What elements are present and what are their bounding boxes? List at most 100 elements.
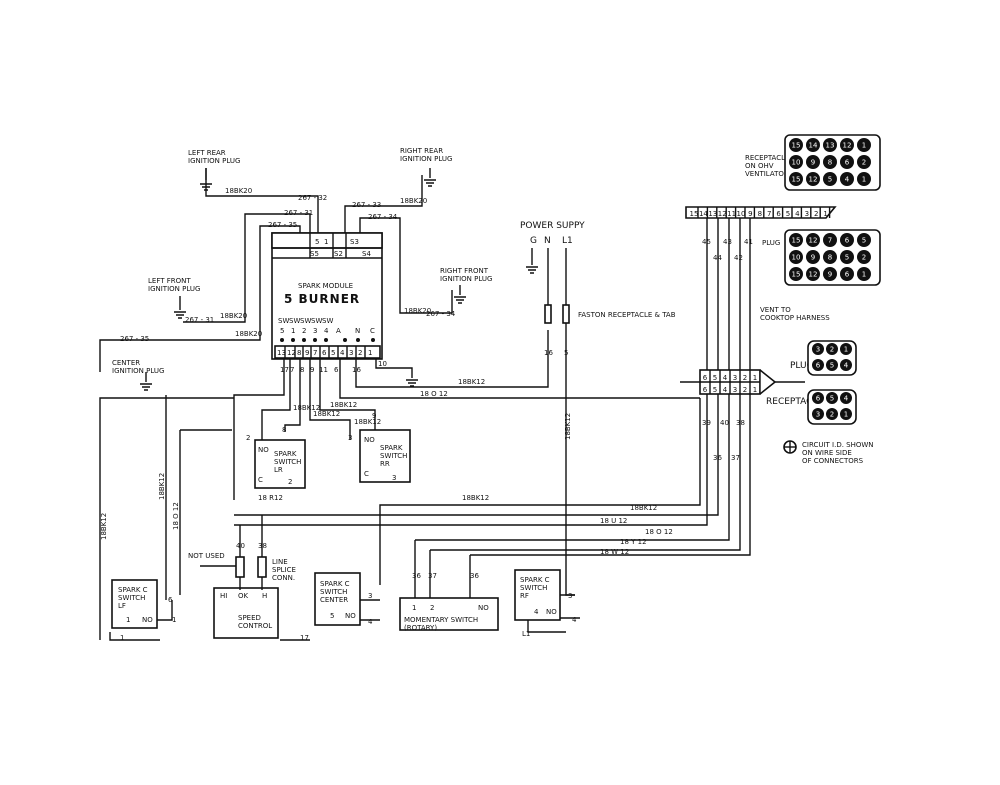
strip-pin-label: 11: [727, 210, 736, 218]
receptacle-top-pin-circle: [823, 138, 837, 152]
vent-plug-pin-label: 1: [753, 374, 757, 382]
plug-top-pin-circle: [857, 233, 871, 247]
svg-text:41: 41: [744, 238, 753, 246]
svg-text:NOT USED: NOT USED: [188, 552, 225, 560]
plug-top-pin-label: 7: [828, 237, 832, 245]
svg-text:8: 8: [300, 366, 304, 374]
vent-plug-pin-circle: [812, 343, 824, 355]
strip-pin-label: 1: [823, 210, 827, 218]
wire-18bk12-i: 18BK12: [462, 494, 489, 502]
receptacle-top-pin-label: 1: [862, 142, 866, 150]
svg-text:MOMENTARY SWITCH(ROTARY): MOMENTARY SWITCH(ROTARY): [404, 616, 478, 632]
wire-267-32: 267 - 32: [298, 194, 327, 202]
vent-plug-pin-label: 2: [743, 374, 747, 382]
plug-top-pin-label: 2: [862, 254, 866, 262]
vent-receptacle-pin-label: 5: [830, 395, 834, 403]
power-supply: POWER SUPPY G N L1 FASTON RECEPTACLE & T…: [520, 221, 676, 596]
plug-top-pin-label: 8: [828, 254, 832, 262]
svg-text:39: 39: [702, 419, 711, 427]
svg-text:2: 2: [358, 349, 362, 357]
wire-18u12: 18 U 12: [600, 517, 627, 525]
svg-text:4: 4: [572, 616, 577, 624]
receptacle-top-pin-circle: [806, 172, 820, 186]
vent-receptacle-pin-label: 6: [816, 395, 821, 403]
vent-receptacle-pin-circle: [840, 408, 852, 420]
svg-text:42: 42: [734, 254, 743, 262]
strip-pin-label: 3: [805, 210, 809, 218]
svg-text:3: 3: [349, 349, 353, 357]
plug-top-pin-label: 15: [792, 237, 801, 245]
svg-text:3: 3: [313, 327, 317, 335]
receptacle-top-pin-label: 10: [792, 159, 801, 167]
wire-18bk20-c: 18BK20: [235, 330, 262, 338]
svg-text:43: 43: [723, 238, 732, 246]
receptacle-top-pin-label: 1: [862, 176, 866, 184]
plug-top-pin-circle: [806, 233, 820, 247]
module-top-pin-s3: S3: [350, 238, 359, 246]
plug-top-pin-circle: [840, 250, 854, 264]
vent-plug-pin-circle: [826, 343, 838, 355]
vent-plug-pin-label: 3: [816, 346, 820, 354]
receptacle-top-pin-label: 5: [828, 176, 832, 184]
receptacle-top-pin-label: 14: [809, 142, 818, 150]
vent-plug-pin-label: 5: [713, 374, 717, 382]
module-top-pin-s5: S5: [310, 250, 319, 258]
receptacle-top-pin-circle: [840, 138, 854, 152]
plug-top-pin-label: 6: [845, 271, 850, 279]
vent-plug-pin-circle: [840, 359, 852, 371]
svg-text:SW: SW: [289, 317, 300, 325]
plug-top-pin-label: 6: [845, 237, 850, 245]
svg-text:PLUG: PLUG: [790, 361, 814, 371]
wire-18bk20-b: 18BK20: [220, 312, 247, 320]
svg-text:5: 5: [280, 327, 284, 335]
wire-18bk12-f: 18BK12: [100, 513, 108, 540]
plug-top-pin-circle: [857, 267, 871, 281]
svg-text:36: 36: [713, 454, 722, 462]
plug-top-pin-label: 10: [792, 254, 801, 262]
vent-receptacle-pin-circle: [812, 408, 824, 420]
vent-receptacle-pin-label: 3: [733, 386, 737, 394]
receptacle-top-pin-label: 8: [828, 159, 832, 167]
strip-pin-label: 15: [690, 210, 699, 218]
svg-text:2: 2: [288, 478, 292, 486]
module-sw-labels: SW SW SW SW SW 5 1 2 3 4 A N C: [278, 317, 375, 335]
vent-receptacle-pin-circle: [826, 392, 838, 404]
svg-text:45: 45: [702, 238, 711, 246]
svg-text:C: C: [370, 327, 375, 335]
svg-text:12: 12: [287, 349, 296, 357]
plug-top-pin-circle: [840, 267, 854, 281]
plug-top-pin-label: 5: [862, 237, 866, 245]
plug-top-pin-circle: [789, 233, 803, 247]
svg-text:8: 8: [297, 349, 301, 357]
misc-ties: [109, 594, 580, 641]
svg-text:6: 6: [334, 366, 339, 374]
wire-18o12-b: 18 O 12: [172, 502, 180, 530]
module-top-pin-s4: S4: [362, 250, 371, 258]
vent-receptacle-pin-label: 5: [713, 386, 717, 394]
svg-text:9: 9: [310, 366, 314, 374]
wire-267-35: 267 - 35: [268, 221, 297, 229]
svg-text:1: 1: [120, 634, 124, 642]
svg-text:3: 3: [568, 592, 572, 600]
svg-text:A: A: [336, 327, 341, 335]
svg-text:4: 4: [340, 349, 345, 357]
svg-text:7: 7: [313, 349, 317, 357]
plug-top-pin-label: 5: [845, 254, 849, 262]
wire-18r12: 18 R12: [258, 494, 283, 502]
svg-text:3: 3: [368, 592, 372, 600]
wire-18bk20-d: 18BK20: [400, 197, 427, 205]
vent-receptacle-pin-label: 2: [830, 411, 834, 419]
svg-text:2: 2: [430, 604, 434, 612]
